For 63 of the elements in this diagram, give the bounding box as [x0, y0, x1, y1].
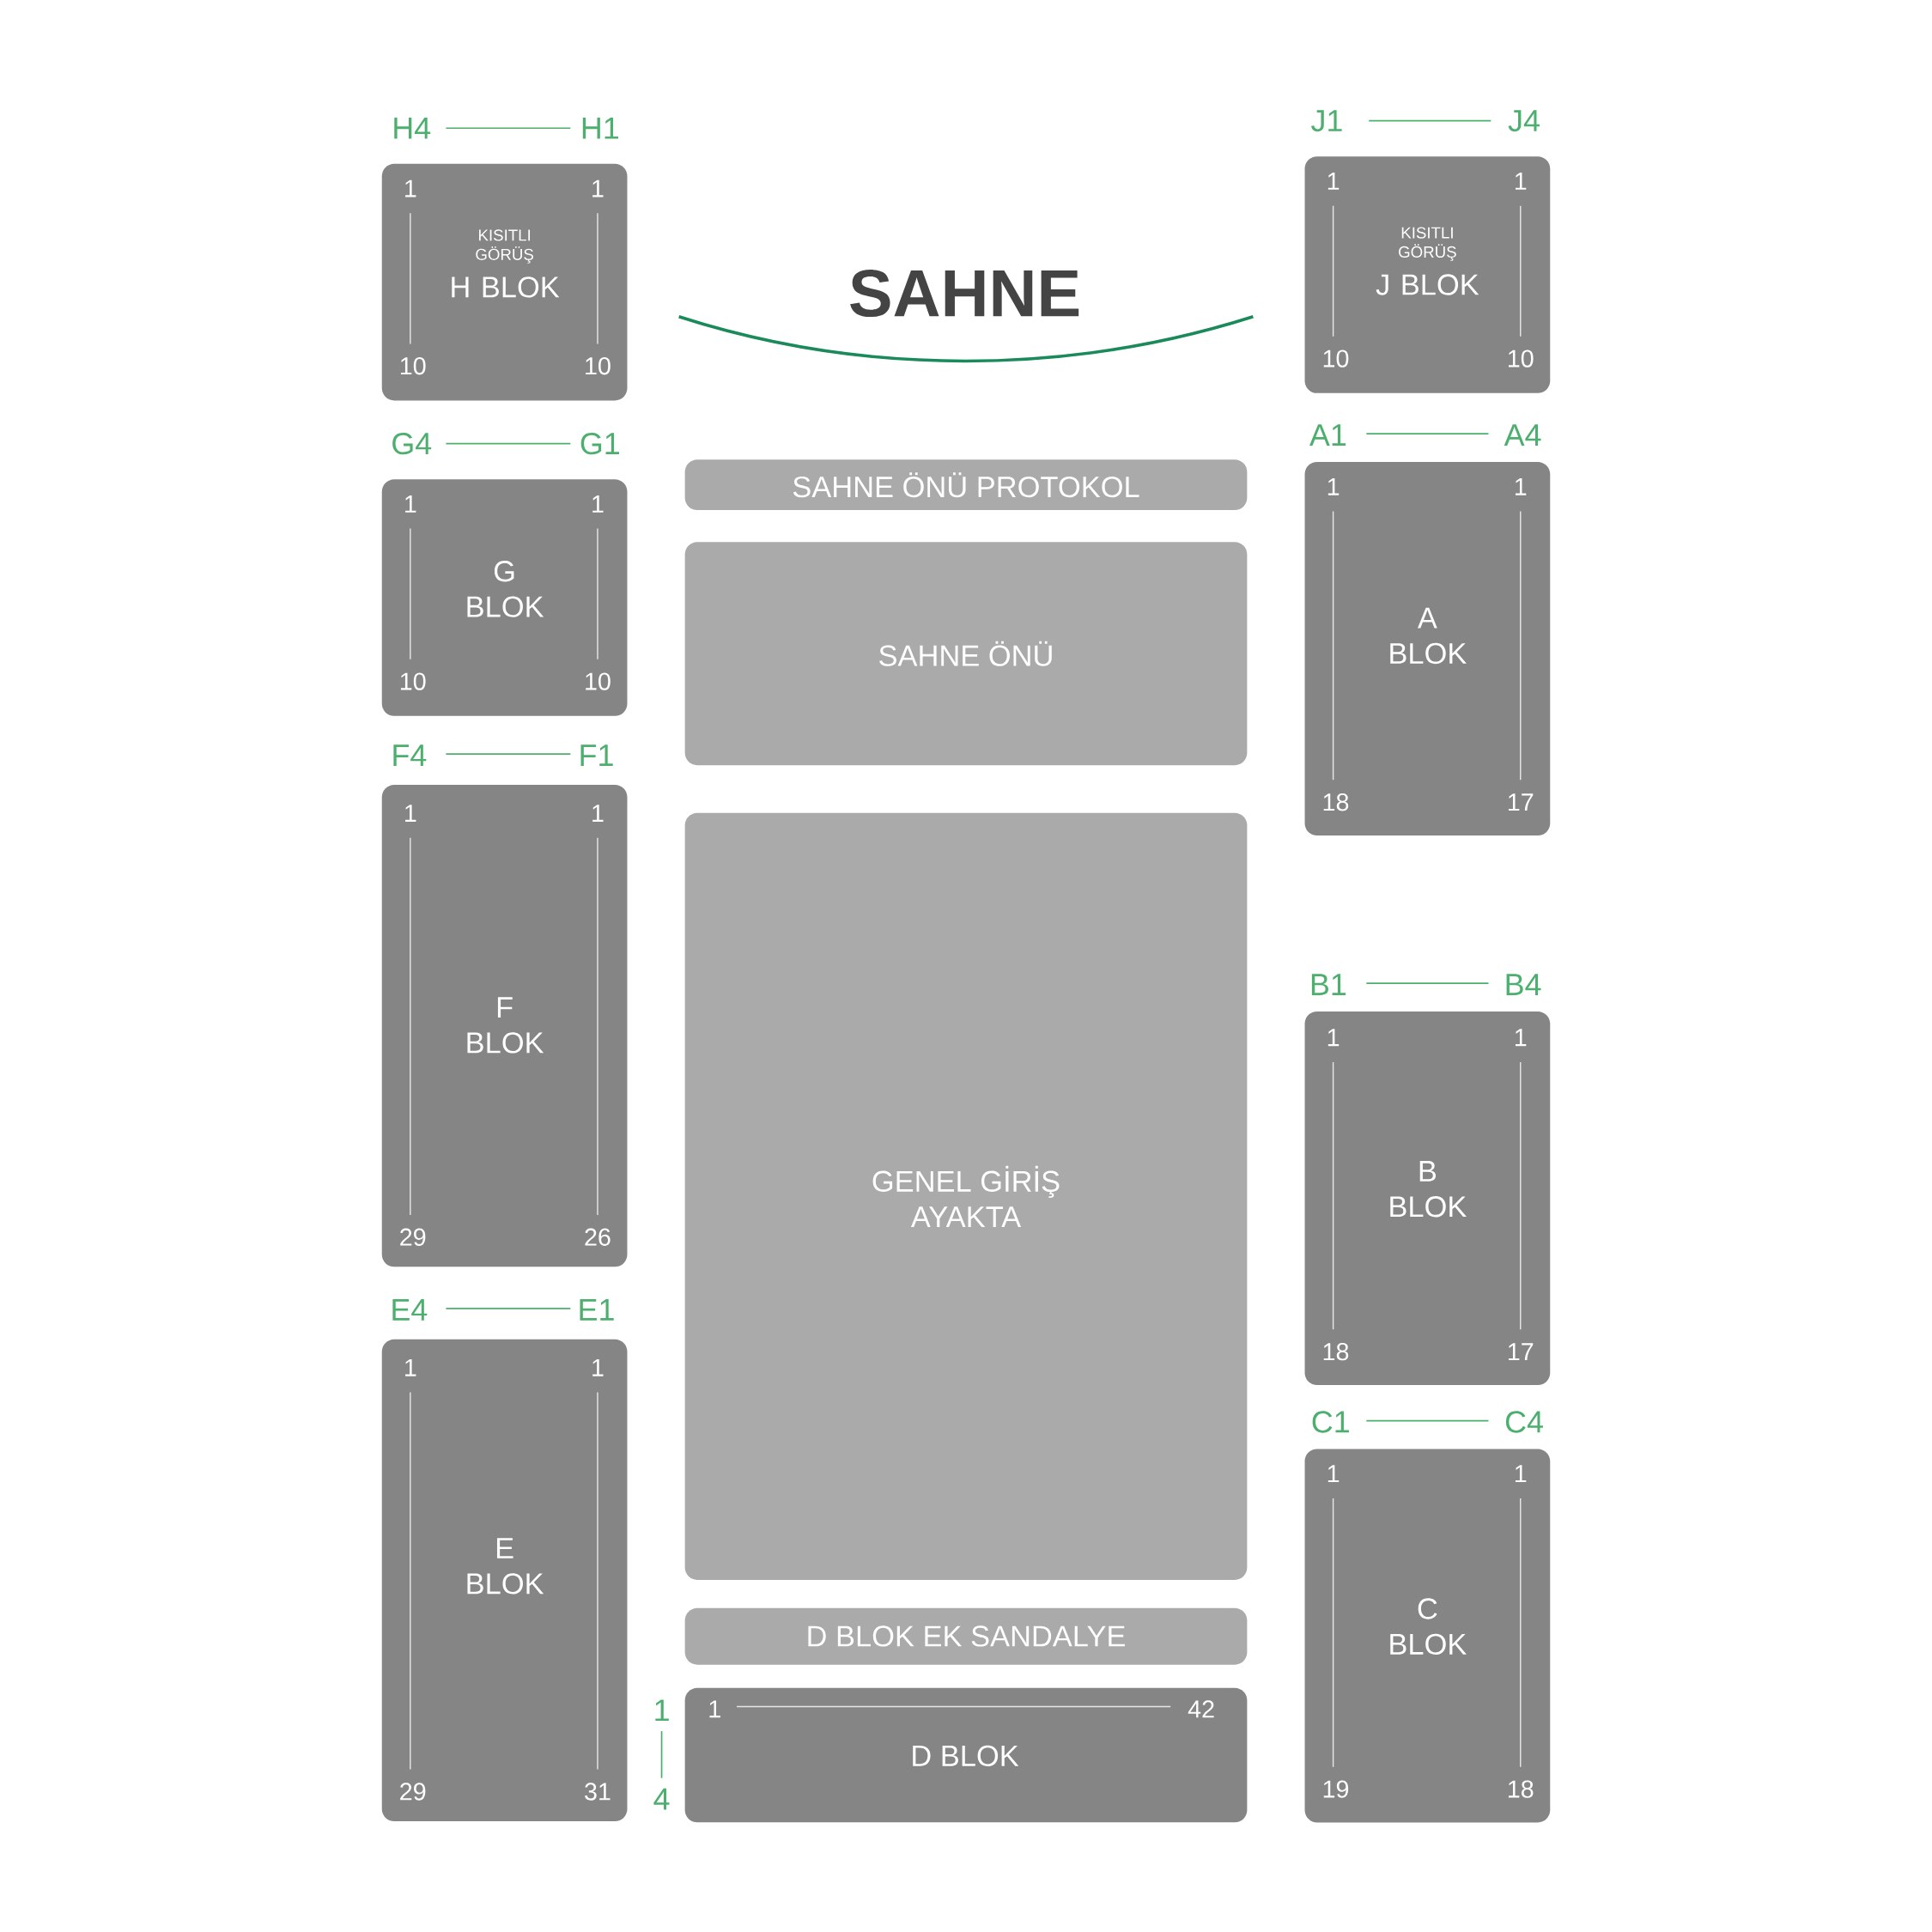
seat-number: 1: [592, 1358, 604, 1376]
seating-area: D BLOK EK SANDALYE: [684, 1607, 1248, 1665]
seat-number: 1: [709, 1700, 720, 1718]
seat-number: 10: [400, 672, 426, 690]
seat-number: 42: [1188, 1700, 1214, 1718]
seat-number: 18: [1508, 1780, 1534, 1798]
seat-number: 10: [400, 357, 426, 375]
seat-number: 1: [405, 805, 416, 822]
seat-number: 1: [405, 1358, 416, 1376]
seat-number: 1: [1327, 1465, 1340, 1483]
seat-number: 1: [405, 179, 416, 197]
seat-number: 19: [1323, 1780, 1349, 1798]
block-label: A BLOK: [1390, 607, 1467, 665]
seat-number: 1: [1515, 173, 1527, 190]
seat-number: 1: [1515, 1029, 1527, 1047]
seating-area: SAHNE ÖNÜ PROTOKOL: [684, 459, 1248, 511]
seat-number: 1: [592, 805, 604, 822]
row-label: A1: [1309, 424, 1346, 446]
row-label: G4: [392, 432, 432, 455]
block-label: D BLOK: [913, 1745, 1019, 1766]
row-label: 1: [655, 1699, 669, 1722]
row-label: F1: [580, 744, 613, 766]
seat-number: 10: [586, 672, 611, 690]
block-label: J BLOK: [1376, 274, 1479, 295]
row-label: E1: [580, 1299, 614, 1321]
seat-number: 1: [592, 179, 604, 197]
seat-number: 18: [1323, 1343, 1349, 1361]
seat-number: 1: [1327, 477, 1340, 495]
row-label: B1: [1311, 974, 1346, 995]
block-label: C BLOK: [1390, 1598, 1467, 1655]
seat-number: 26: [585, 1228, 611, 1246]
seat-number: 1: [405, 495, 416, 513]
seat-number: 1: [1515, 477, 1527, 495]
restricted-view-note: KISITLI GÖRÜŞ: [476, 229, 534, 264]
seat-number: 1: [1327, 1029, 1340, 1047]
row-label: 4: [653, 1788, 670, 1810]
row-label: G1: [580, 432, 619, 455]
seat-number: 29: [400, 1783, 426, 1801]
seat-number: 17: [1508, 1343, 1534, 1361]
seat-number: 1: [1327, 173, 1340, 190]
seat-number: 10: [1323, 349, 1349, 368]
block-label: G BLOK: [467, 561, 544, 617]
row-label: F4: [393, 744, 427, 766]
seating-area: SAHNE ÖNÜ: [684, 542, 1248, 766]
row-label: A4: [1504, 424, 1541, 446]
seat-number: 31: [585, 1783, 611, 1801]
seat-number: 10: [586, 357, 611, 375]
restricted-view-note: KISITLI GÖRÜŞ: [1399, 227, 1456, 261]
block-label: E BLOK: [467, 1538, 544, 1595]
block-label: H BLOK: [452, 276, 560, 298]
row-label: C4: [1505, 1411, 1543, 1433]
row-label: C1: [1312, 1411, 1349, 1433]
stage-label: SAHNE: [850, 270, 1079, 317]
seat-number: 10: [1508, 349, 1534, 368]
block-label: F BLOK: [467, 997, 544, 1054]
seat-number: 18: [1323, 793, 1349, 811]
row-label: E4: [392, 1299, 428, 1321]
seat-number: 1: [1515, 1465, 1527, 1483]
block-label: B BLOK: [1390, 1161, 1467, 1218]
seat-number: 29: [400, 1228, 426, 1246]
seat-number: 1: [592, 495, 604, 513]
seating-area: GENEL GİRİŞ AYAKTA: [684, 812, 1248, 1580]
seat-number: 17: [1508, 793, 1534, 811]
